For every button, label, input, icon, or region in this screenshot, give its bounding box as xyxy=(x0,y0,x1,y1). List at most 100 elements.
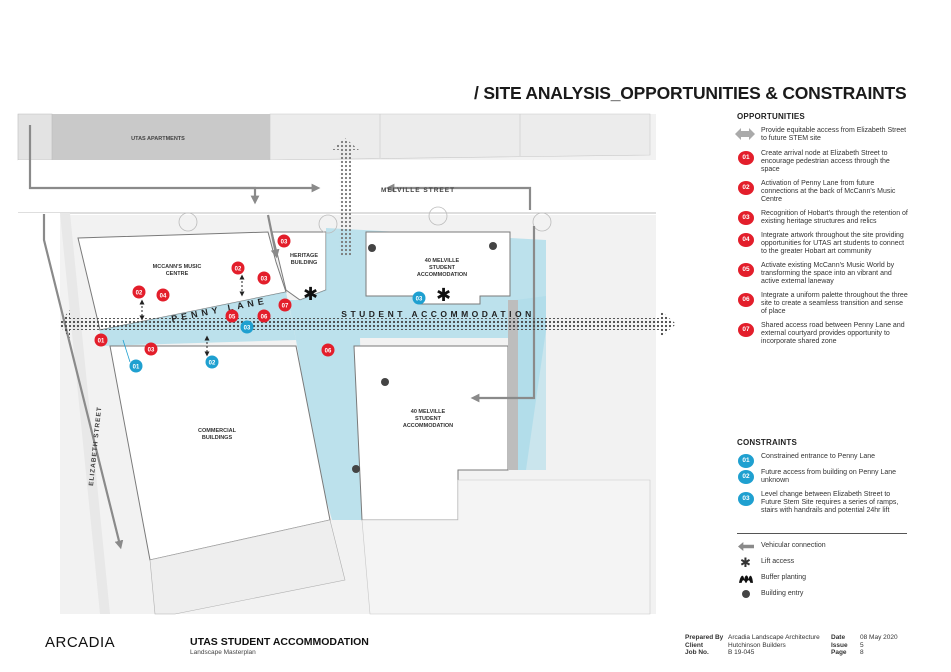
svg-text:01: 01 xyxy=(98,339,105,345)
opportunity-marker-01: 01 xyxy=(94,333,108,347)
key-item: Vehicular connection xyxy=(737,542,909,551)
opportunity-item: 02 Activation of Penny Lane from future … xyxy=(737,180,909,204)
vehicular-connection xyxy=(385,183,532,210)
vehicular-connection xyxy=(220,186,260,205)
constraints-legend: CONSTRAINTS 01 Constrained entrance to P… xyxy=(737,438,909,519)
page-label: Page xyxy=(831,649,847,656)
opportunity-item: 01 Create arrival node at Elizabeth Stre… xyxy=(737,150,909,174)
opportunity-marker-03: 03 xyxy=(257,271,271,285)
key-text: Lift access xyxy=(761,558,795,565)
opportunity-text: Activation of Penny Lane from future con… xyxy=(761,180,896,203)
constraint-text: Level change between Elizabeth Street to… xyxy=(761,491,899,514)
key-text: Building entry xyxy=(761,590,804,597)
footer-meta-values: 08 May 2020 5 8 xyxy=(860,634,898,657)
svg-text:06: 06 xyxy=(261,315,268,321)
opportunity-text: Activate existing McCann's Music World b… xyxy=(761,262,895,285)
constraint-badge: 03 xyxy=(738,492,754,506)
opportunity-marker-03: 03 xyxy=(144,342,158,356)
issue-label: Issue xyxy=(831,641,848,649)
east-strip-highlight xyxy=(516,296,546,470)
planting-icon xyxy=(739,575,753,583)
building-entry-dot xyxy=(368,244,376,252)
constraint-text: Constrained entrance to Penny Lane xyxy=(761,453,876,460)
footer-labels: Prepared By Client Job No. xyxy=(685,634,723,657)
constraint-text: Future access from building on Penny Lan… xyxy=(761,469,897,484)
tree xyxy=(318,214,338,234)
svg-text:03: 03 xyxy=(416,297,423,303)
north-accommodation-building xyxy=(365,231,511,305)
key-legend: Vehicular connection ✱ Lift access Buffe… xyxy=(737,542,909,602)
vehicular-connection xyxy=(266,214,280,259)
opportunity-item: 05 Activate existing McCann's Music Worl… xyxy=(737,262,909,286)
opportunity-marker-06: 06 xyxy=(257,309,271,323)
legend-divider xyxy=(737,533,907,534)
opportunity-badge: 03 xyxy=(738,211,754,225)
south-lots xyxy=(361,479,651,615)
svg-text:07: 07 xyxy=(282,304,289,310)
constraints-heading: CONSTRAINTS xyxy=(737,438,797,447)
label-student-accommodation: STUDENT ACCOMMODATION xyxy=(341,309,534,319)
constraint-item: 02 Future access from building on Penny … xyxy=(737,469,909,485)
prepared-by-label: Prepared By xyxy=(685,634,724,641)
svg-text:03: 03 xyxy=(244,326,251,332)
tree xyxy=(532,212,552,232)
label-utas-apartments: UTAS APARTMENTS xyxy=(131,136,185,142)
opportunity-item: Provide equitable access from Elizabeth … xyxy=(735,127,909,143)
opportunity-marker-07: 07 xyxy=(278,298,292,312)
constraint-marker-02: 02 xyxy=(205,355,219,369)
equitable-access-arrow-north xyxy=(331,138,359,256)
footer-meta-labels: Date Issue Page xyxy=(831,634,848,657)
svg-text:03: 03 xyxy=(148,348,155,354)
constraint-badge: 02 xyxy=(738,470,754,484)
lift-access-icon: ✱ xyxy=(303,284,318,305)
grey-strip xyxy=(508,300,518,470)
dot-icon xyxy=(742,590,750,598)
opportunity-text: Shared access road between Penny Lane an… xyxy=(761,322,905,345)
key-item: ✱ Lift access xyxy=(737,556,909,569)
label-north-acc-2: STUDENT xyxy=(429,265,456,271)
opportunity-text: Provide equitable access from Elizabeth … xyxy=(761,127,907,142)
date-value: 08 May 2020 xyxy=(860,634,898,641)
vehicular-connection xyxy=(470,226,536,403)
building-entry-dot xyxy=(381,378,389,386)
opportunity-marker-02: 02 xyxy=(132,285,146,299)
site-plan: ✱ ✱ UTAS APARTMENTS MELVILLE STREET ELIZ… xyxy=(17,113,676,615)
label-north-acc-3: ACCOMMODATION xyxy=(417,272,467,278)
opportunity-badge: 07 xyxy=(738,323,754,337)
footer-values: Arcadia Landscape Architecture Hutchinso… xyxy=(728,634,820,657)
label-commercial-2: BUILDINGS xyxy=(202,435,233,441)
label-south-acc-3: ACCOMMODATION xyxy=(403,423,453,429)
label-south-acc-1: 40 MELVILLE xyxy=(411,409,446,415)
label-commercial-1: COMMERCIAL xyxy=(198,428,237,434)
opportunity-badge: 05 xyxy=(738,263,754,277)
opportunity-badge: 04 xyxy=(738,233,754,247)
key-item: Buffer planting xyxy=(737,574,909,583)
opportunity-text: Integrate a uniform palette throughout t… xyxy=(761,292,908,315)
opportunity-badge: 02 xyxy=(738,181,754,195)
label-mccanns-1: MCCANN'S MUSIC xyxy=(153,264,202,270)
label-north-acc-1: 40 MELVILLE xyxy=(425,258,460,264)
job-no-label: Job No. xyxy=(685,649,709,656)
constraint-item: 03 Level change between Elizabeth Street… xyxy=(737,491,909,515)
north-block-edge xyxy=(17,113,53,161)
utas-apartments-building xyxy=(52,114,270,160)
opportunity-badge: 01 xyxy=(738,151,754,165)
double-arrow-icon xyxy=(735,128,755,140)
opportunity-text: Create arrival node at Elizabeth Street … xyxy=(761,150,890,173)
client-label: Client xyxy=(685,641,704,649)
lift-access-icon: ✱ xyxy=(436,285,451,306)
opportunities-heading: OPPORTUNITIES xyxy=(737,112,805,121)
svg-text:04: 04 xyxy=(160,294,167,300)
key-text: Buffer planting xyxy=(761,574,807,581)
equitable-access-arrow xyxy=(58,310,676,338)
label-melville-street: MELVILLE STREET xyxy=(381,187,455,194)
svg-text:05: 05 xyxy=(229,315,236,321)
page-value: 8 xyxy=(860,649,864,656)
footpath-strip xyxy=(60,213,110,614)
constraint-badge: 01 xyxy=(738,454,754,468)
commercial-lower xyxy=(149,519,346,615)
opportunity-marker-05: 05 xyxy=(225,309,239,323)
north-east-lots xyxy=(269,113,651,161)
project-subtitle: Landscape Masterplan xyxy=(190,649,256,656)
opportunity-marker-04: 04 xyxy=(156,288,170,302)
